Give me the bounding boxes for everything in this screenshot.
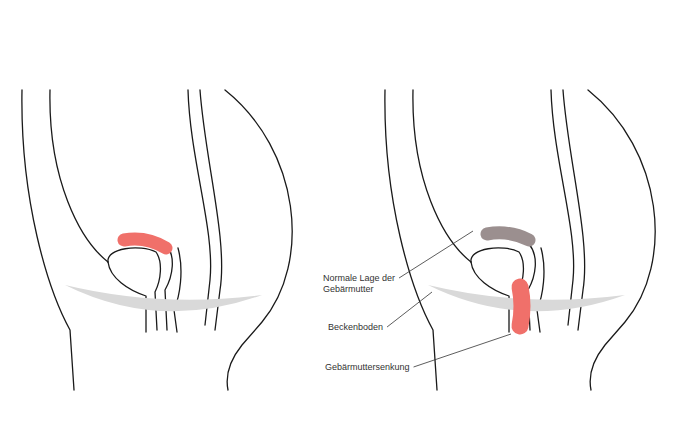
pelvis-normal: [22, 90, 292, 390]
leader-lines: [387, 231, 511, 367]
pelvis-prolapse: [385, 90, 655, 390]
pelvic-floor-label: Beckenboden: [328, 322, 398, 333]
position-label: Normale Lage der Gebärmutter: [323, 273, 401, 295]
leader-line: [387, 292, 432, 327]
leader-line: [414, 334, 511, 367]
prolapse-label: Gebärmuttersenkung: [325, 362, 425, 373]
leader-line: [399, 231, 473, 278]
